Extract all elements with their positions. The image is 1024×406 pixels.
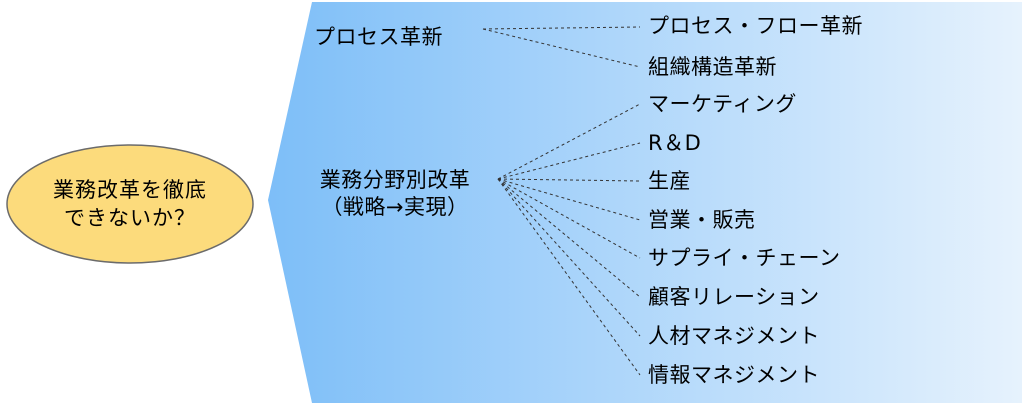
item-marketing: マーケティング [648, 92, 797, 116]
connector-line [497, 103, 641, 180]
connector-line [497, 142, 641, 180]
connector-line [497, 178, 641, 298]
item-r-and-d: R＆D [648, 131, 702, 155]
connector-lines [482, 26, 641, 376]
item-human-resource-management: 人材マネジメント [648, 324, 820, 348]
item-production: 生産 [648, 169, 691, 193]
item-process-flow-innovation: プロセス・フロー革新 [648, 14, 863, 38]
connector-line [482, 28, 641, 68]
central-question-ellipse [6, 144, 254, 264]
central-question: 業務改革を徹底 できないか？ [30, 176, 230, 232]
central-question-line-2: できないか？ [64, 206, 196, 230]
item-supply-chain: サプライ・チェーン [648, 246, 841, 270]
item-organization-structure-innovation: 組織構造革新 [648, 55, 777, 79]
group-label-line-1: 業務分野別改革 [319, 168, 471, 192]
group-label-line-2: （戦略→実現） [321, 195, 469, 219]
connector-line [497, 178, 641, 376]
item-sales: 営業・販売 [648, 208, 756, 232]
item-information-management: 情報マネジメント [648, 363, 820, 387]
group-label-business-area-reform: 業務分野別改革 （戦略→実現） [300, 167, 490, 221]
group-label-process-innovation: プロセス革新 [314, 25, 443, 49]
connector-line [482, 26, 641, 30]
connector-line [497, 178, 641, 337]
category-panel [268, 2, 1022, 403]
connector-line [497, 178, 641, 221]
item-customer-relations: 顧客リレーション [648, 285, 820, 309]
central-question-line-1: 業務改革を徹底 [53, 178, 207, 202]
